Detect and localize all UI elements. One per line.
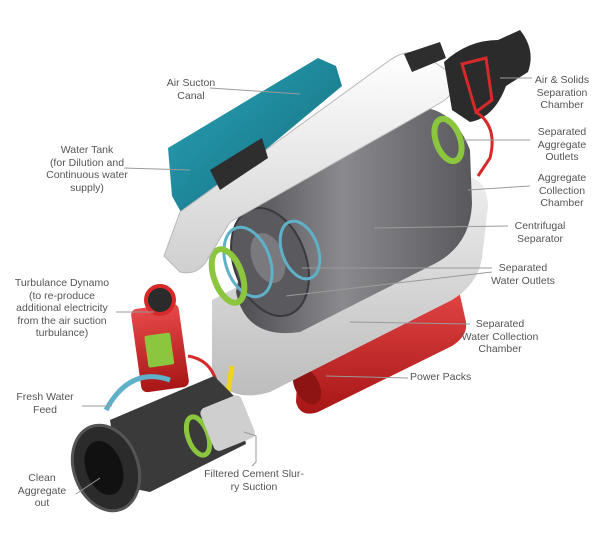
label-air-solids-separation-chamber: Air & Solids Separation Chamber [534, 74, 590, 111]
aggregate-outlet-ring [208, 246, 248, 306]
leader-water-tank [123, 167, 191, 171]
leader-aggregate-chamber [467, 185, 531, 191]
aggregate-outlet-ring-2 [431, 115, 465, 165]
separation-chamber-red-tube [460, 56, 494, 115]
label-separated-water-outlets: Separated Water Outlets [491, 262, 555, 287]
label-separated-aggregate-outlets: Separated Aggregate Outlets [537, 126, 587, 163]
slurry-grey-housing [200, 395, 255, 451]
water-outlet-ring [222, 225, 274, 299]
label-power-packs: Power Packs [410, 371, 472, 383]
label-turbulance-dynamo: Turbulance Dynamo (to re-produce additio… [14, 277, 110, 339]
leader-air-suction-canal [209, 87, 301, 95]
label-fresh-water-feed: Fresh Water Feed [16, 391, 74, 416]
water-tank-shape [168, 58, 342, 214]
aggregate-red-tube [475, 110, 494, 177]
leader-power-packs [325, 375, 409, 379]
label-clean-aggregate-out: Clean Aggregate out [17, 472, 67, 509]
dynamo-panel [144, 332, 175, 368]
leader-water-outlets-2 [285, 271, 493, 297]
label-aggregate-collection-chamber: Aggregate Collection Chamber [537, 172, 587, 209]
fresh-water-hose [103, 374, 171, 412]
label-filtered-cement-slurry-suction: Filtered Cement Slur- ry Suction [204, 468, 304, 493]
water-outlet-ring-2 [278, 219, 322, 281]
slurry-green-ring [183, 414, 213, 458]
leader-clean-aggregate [75, 477, 101, 495]
canal-clip [210, 138, 268, 190]
leader-slurry-suction [243, 431, 257, 467]
label-separated-water-collection-chamber: Separated Water Collection Chamber [461, 318, 539, 355]
label-centrifugal-separator: Centrifugal Separator [514, 220, 566, 245]
dynamo-rotor [144, 284, 176, 316]
drum-hub [250, 232, 286, 284]
label-air-suction-canal: Air Sucton Canal [166, 77, 216, 102]
leader-centrifugal [373, 225, 509, 229]
canal-clip-2 [404, 42, 446, 72]
label-water-tank: Water Tank (for Dilution and Continuous … [46, 144, 128, 194]
leader-collection-chamber [349, 321, 471, 325]
